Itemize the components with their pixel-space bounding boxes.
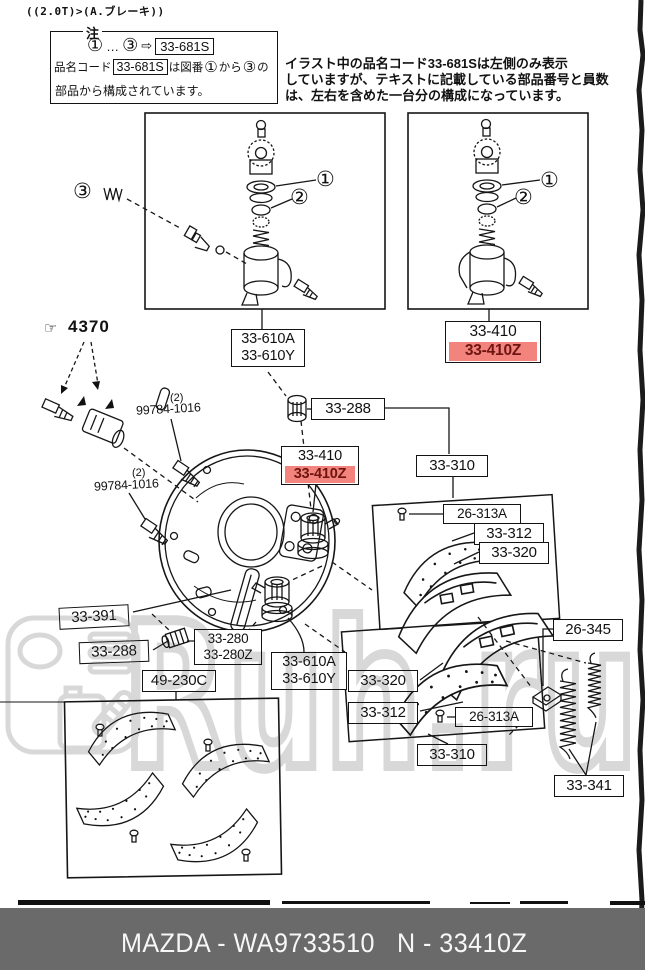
part-33-610Y: 33-610Y: [241, 348, 295, 365]
part-33-312: 33-312: [360, 704, 406, 721]
part-33-280: 33-280: [207, 631, 249, 646]
return-springs: [558, 652, 602, 760]
callout-1-icon: ①: [540, 168, 559, 192]
part-26-345: 26-345: [565, 621, 611, 638]
illustration-notice: イラスト中の品名コード33-681Sは左側のみ表示 していますが、テキストに記載…: [285, 56, 609, 104]
part-49-230C: 49-230C: [150, 672, 208, 689]
callout-2-icon: ②: [514, 185, 533, 209]
callout-3-icon: ③: [242, 57, 257, 76]
ref-4370: 4370: [68, 317, 110, 336]
note-body-line1: 品名コード 33-681S は図番 ① から ③ の: [54, 59, 269, 75]
part-33-288: 33-288: [325, 400, 371, 417]
part-33-310: 33-310: [429, 746, 475, 763]
part-26-313A: 26-313A: [457, 506, 507, 521]
part-33-610Y: 33-610Y: [282, 671, 336, 688]
label-33-320: 33-320: [479, 542, 549, 564]
qty-2: (2): [132, 467, 146, 479]
notice-line: は、左右を含めた一台分の構成になっています。: [285, 88, 570, 103]
wheel-cylinder-lower: [251, 576, 293, 623]
qty-2: (2): [170, 392, 184, 404]
adjuster-part: [161, 627, 190, 649]
label-33-310: 33-310: [416, 455, 488, 477]
part-33-312: 33-312: [486, 525, 532, 542]
page-bottom-edge: [18, 900, 645, 905]
grommet-33-288: [287, 394, 307, 423]
label-33-320: 33-320: [348, 670, 418, 692]
label-26-313A: 26-313A: [455, 707, 533, 727]
lining-kit-box: [0, 691, 283, 879]
callout-1-icon: ①: [204, 57, 218, 76]
part-33-280Z: 33-280Z: [203, 646, 253, 662]
label-33-410-410Z: 33-410 33-410Z: [445, 321, 541, 363]
pointer-hand-icon: ☞: [44, 319, 58, 337]
part-26-313A: 26-313A: [469, 709, 519, 724]
label-26-345: 26-345: [553, 619, 623, 641]
note-text: は図番: [168, 62, 204, 74]
drawing-strokes: [0, 0, 645, 933]
left-assembly-frame: [144, 112, 386, 310]
part-33-310: 33-310: [429, 457, 475, 474]
label-33-288: 33-288: [311, 398, 385, 420]
label-33-312: 33-312: [348, 702, 418, 724]
label-33-341: 33-341: [554, 775, 624, 797]
note-text: の: [257, 62, 269, 74]
part-code-box: 33-681S: [155, 37, 215, 55]
shoe-set-upper: [371, 476, 561, 657]
right-assembly-frame: [407, 112, 589, 310]
part-33-410: 33-410: [469, 323, 517, 340]
part-33-610A: 33-610A: [282, 654, 336, 670]
label-33-310: 33-310: [417, 744, 487, 766]
part-33-320: 33-320: [360, 672, 406, 689]
label-33-280-280Z: 33-280 33-280Z: [194, 629, 262, 665]
label-33-391: 33-391: [58, 604, 130, 630]
label-33-312: 33-312: [474, 523, 544, 545]
label-26-313A: 26-313A: [443, 504, 521, 524]
part-33-410: 33-410: [298, 448, 342, 464]
part-33-288: 33-288: [90, 642, 138, 661]
cable-fitting: [41, 387, 199, 503]
model-variant-code: ((2.0T)>(A.ブレーキ)): [26, 5, 165, 18]
part-33-610A: 33-610A: [241, 331, 295, 347]
note-title: 注: [83, 23, 103, 42]
arrow-icon: ⇨: [141, 38, 153, 53]
part-33-341: 33-341: [566, 777, 612, 794]
left-assembly-parts: [103, 119, 318, 306]
part-33-410Z-highlighted: 33-410Z: [449, 342, 537, 361]
notice-line: イラスト中の品名コード33-681Sは左側のみ表示: [285, 56, 568, 71]
part-33-410Z-highlighted: 33-410Z: [285, 466, 355, 484]
part-33-391: 33-391: [70, 606, 118, 627]
callout-3-icon: ③: [73, 179, 92, 203]
label-49-230C: 49-230C: [142, 670, 216, 692]
label-33-288: 33-288: [78, 639, 150, 664]
right-assembly-parts: [458, 118, 543, 305]
note-callout-range: ① … ③ ⇨ 33-681S: [87, 35, 215, 56]
note-text: から: [218, 62, 242, 74]
label-33-410-410Z: 33-410 33-410Z: [281, 446, 359, 486]
callout-3-icon: ③: [122, 35, 139, 56]
note-box: 注 ① … ③ ⇨ 33-681S 品名コード 33-681S は図番 ① から…: [50, 23, 278, 104]
callout-2-icon: ②: [290, 185, 309, 209]
notice-line: していますが、テキストに記載している部品番号と員数: [285, 72, 609, 87]
note-text: 品名コード: [54, 62, 112, 74]
wheel-cylinder-upper: [297, 512, 341, 560]
scan-edge-artifact: [636, 0, 645, 933]
part-33-320: 33-320: [491, 544, 537, 561]
label-33-610A-610Y: 33-610A 33-610Y: [231, 329, 305, 368]
footer-catalog-code: MAZDA - WA9733510: [121, 928, 375, 958]
callout-1-icon: ①: [87, 35, 104, 56]
part-code-box: 33-681S: [112, 59, 168, 75]
label-33-610A-610Y: 33-610A 33-610Y: [271, 652, 347, 691]
ellipsis: …: [106, 38, 120, 54]
note-body-line2: 部品から構成されています。: [55, 84, 210, 98]
footer-part-number: N - 33410Z: [397, 928, 528, 958]
callout-1-icon: ①: [316, 167, 335, 191]
footer-bar: MAZDA - WA9733510 N - 33410Z: [0, 908, 645, 970]
